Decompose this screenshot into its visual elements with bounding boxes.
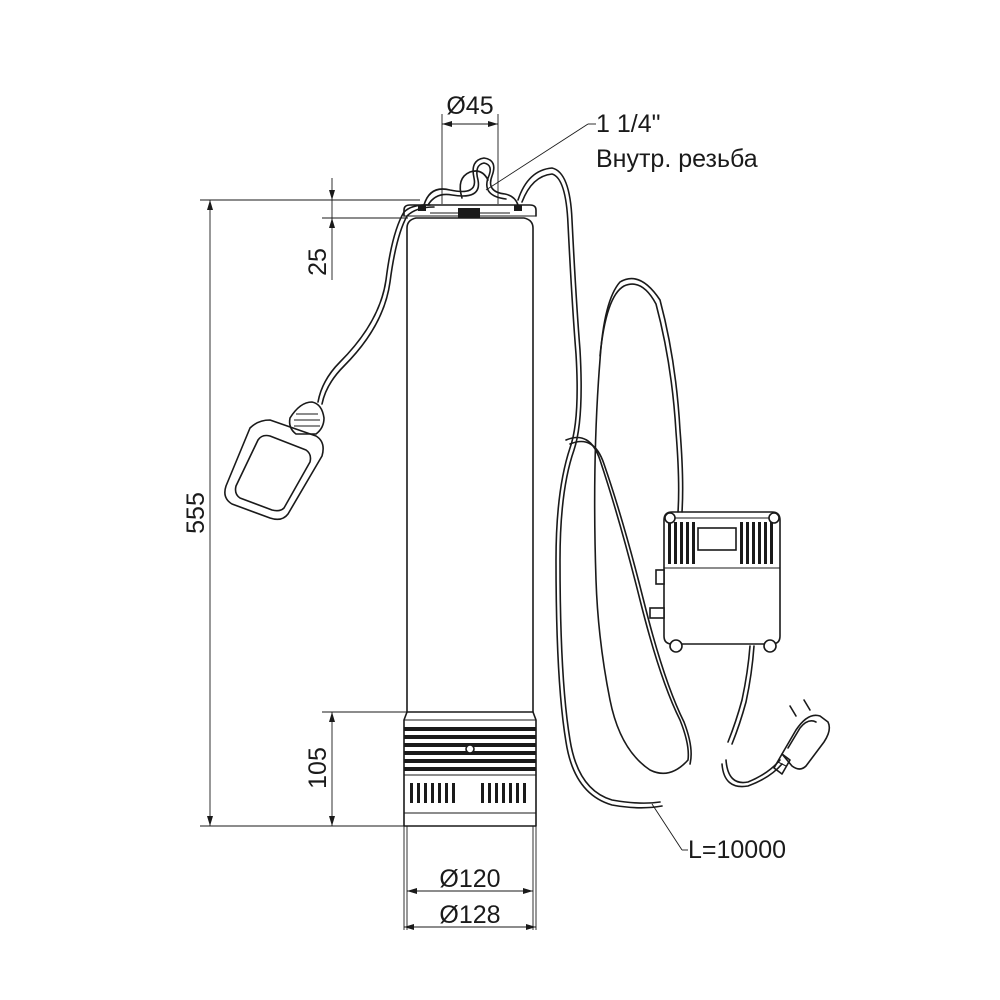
power-cable: [517, 167, 692, 809]
dimension-inlet-diameter: Ø45: [441, 92, 499, 204]
thread-size-label: 1 1/4": [596, 110, 660, 138]
dimension-diameters: Ø120 Ø128: [403, 826, 537, 930]
dimension-top-height: 25: [304, 178, 420, 280]
intake-slots: [410, 783, 526, 803]
dimension-total-height: 555: [182, 199, 420, 827]
total-height-label: 555: [182, 492, 210, 534]
cable-length-label: L=10000: [688, 836, 786, 864]
thread-note-label: Внутр. резьба: [596, 145, 758, 173]
bottom-height-label: 105: [304, 747, 332, 789]
power-plug: [721, 699, 831, 788]
inlet-diameter-label: Ø45: [446, 92, 493, 120]
control-box: [649, 511, 781, 745]
pump-body: [403, 204, 537, 827]
top-height-label: 25: [304, 248, 332, 276]
float-switch: [224, 204, 435, 521]
outer-diameter-label: Ø128: [439, 901, 500, 929]
dimension-bottom-height: 105: [304, 711, 407, 826]
cable-length-annotation: L=10000: [651, 803, 786, 864]
thread-annotation: 1 1/4" Внутр. резьба: [485, 110, 758, 191]
inner-diameter-label: Ø120: [439, 865, 500, 893]
control-box-ribs: [668, 522, 773, 564]
carry-handle: [423, 157, 519, 206]
